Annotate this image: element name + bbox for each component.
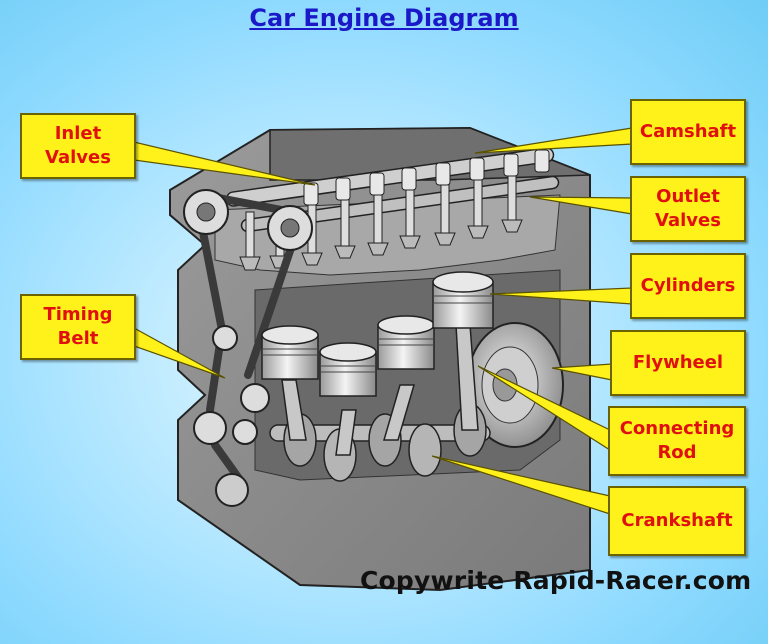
pistons <box>261 271 494 397</box>
connecting-rods <box>281 324 479 456</box>
page-title: Car Engine Diagram <box>249 4 519 32</box>
label-camshaft: Camshaft <box>630 99 746 165</box>
label-cylinders: Cylinders <box>630 253 746 319</box>
copyright-text: Copywrite Rapid-Racer.com <box>360 566 752 595</box>
label-flywheel: Flywheel <box>610 330 746 396</box>
leader-lines <box>133 127 633 515</box>
label-crankshaft: Crankshaft <box>608 486 746 556</box>
timing-belt-assembly <box>183 189 313 507</box>
